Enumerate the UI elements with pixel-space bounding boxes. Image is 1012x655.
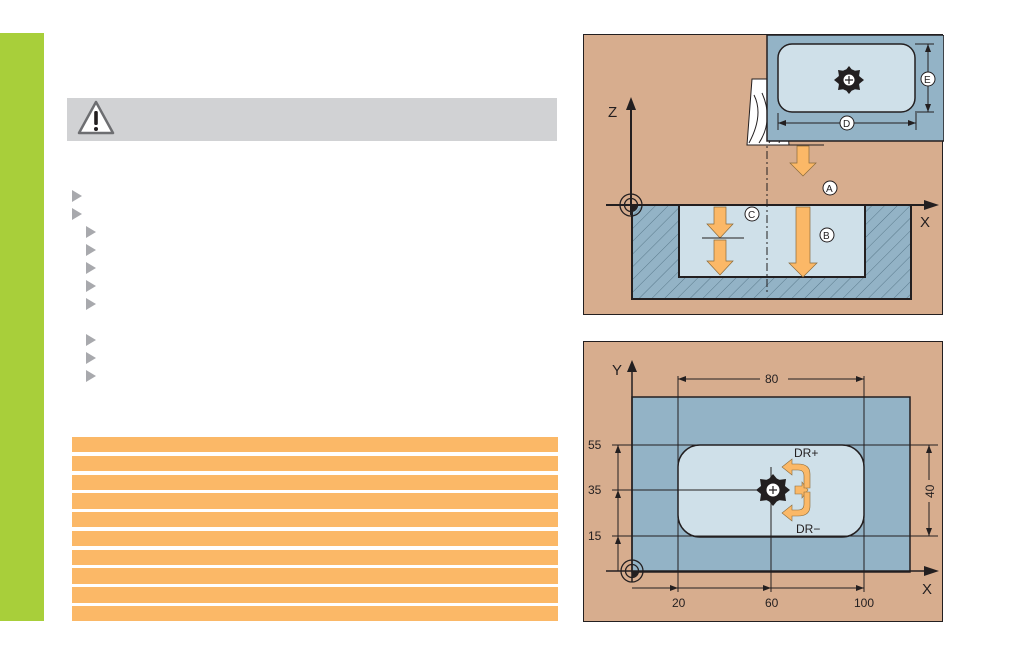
table-row xyxy=(72,531,558,546)
milling-cutter-icon xyxy=(834,66,864,94)
callout-d: D xyxy=(839,115,855,131)
datum-origin-icon xyxy=(620,559,644,583)
table-row xyxy=(72,606,558,621)
milling-cutter-icon xyxy=(756,474,790,506)
x-tick: 20 xyxy=(672,596,686,610)
dr-minus-label: DR− xyxy=(796,522,820,536)
bullet-arrow-icon xyxy=(86,244,96,256)
chapter-side-tab xyxy=(0,33,44,621)
bullet-arrow-icon xyxy=(86,370,96,382)
pocket-top-view-inset: D E xyxy=(766,35,944,142)
table-row xyxy=(72,568,558,584)
pocket xyxy=(678,204,866,278)
bullet-arrow-icon xyxy=(72,190,82,202)
callout-b: B xyxy=(819,227,835,243)
svg-text:B: B xyxy=(823,231,830,242)
y-tick: 35 xyxy=(588,483,602,497)
bullet-arrow-icon xyxy=(72,208,82,220)
bullet-arrow-icon xyxy=(86,298,96,310)
warning-banner xyxy=(67,98,557,141)
x-axis-label: X xyxy=(920,214,930,231)
bullet-arrow-icon xyxy=(86,226,96,238)
callout-c: C xyxy=(744,206,760,222)
bullet-arrow-icon xyxy=(86,352,96,364)
dimension-height: 40 xyxy=(923,484,937,498)
z-axis-label: Z xyxy=(608,104,617,121)
svg-text:D: D xyxy=(843,119,850,130)
bullet-arrow-icon xyxy=(86,334,96,346)
bullet-arrow-icon xyxy=(86,280,96,292)
infeed-arrow-a xyxy=(789,145,817,177)
table-row xyxy=(72,587,558,603)
dr-plus-label: DR+ xyxy=(794,446,818,460)
x-tick: 60 xyxy=(765,596,779,610)
x-tick: 100 xyxy=(854,596,874,610)
datum-origin-icon xyxy=(619,193,643,217)
y-axis-label: Y xyxy=(612,362,622,379)
depth-arrow-b xyxy=(788,206,818,278)
direction-arrows-icon xyxy=(781,458,811,522)
bullet-arrow-icon xyxy=(86,262,96,274)
table-row xyxy=(72,456,558,471)
svg-text:C: C xyxy=(748,210,755,221)
plunge-arrow-c1 xyxy=(706,206,734,239)
dimension-width: 80 xyxy=(765,372,779,386)
warning-triangle-icon xyxy=(77,100,115,135)
x-axis-label: X xyxy=(922,581,932,598)
table-row xyxy=(72,493,558,509)
pocket-side-view-diagram: X Z A B C xyxy=(583,34,944,315)
callout-e: E xyxy=(920,71,936,87)
pocket-dimension-diagram: X Y 80 40 55 35 15 20 xyxy=(583,341,943,622)
table-row xyxy=(72,512,558,527)
callout-a: A xyxy=(822,180,838,196)
svg-text:A: A xyxy=(826,184,833,195)
y-tick: 55 xyxy=(588,438,602,452)
table-row xyxy=(72,475,558,490)
table-row xyxy=(72,550,558,565)
svg-text:E: E xyxy=(924,75,931,86)
table-row xyxy=(72,437,558,452)
plunge-arrow-c2 xyxy=(706,239,734,276)
y-tick: 15 xyxy=(588,529,602,543)
